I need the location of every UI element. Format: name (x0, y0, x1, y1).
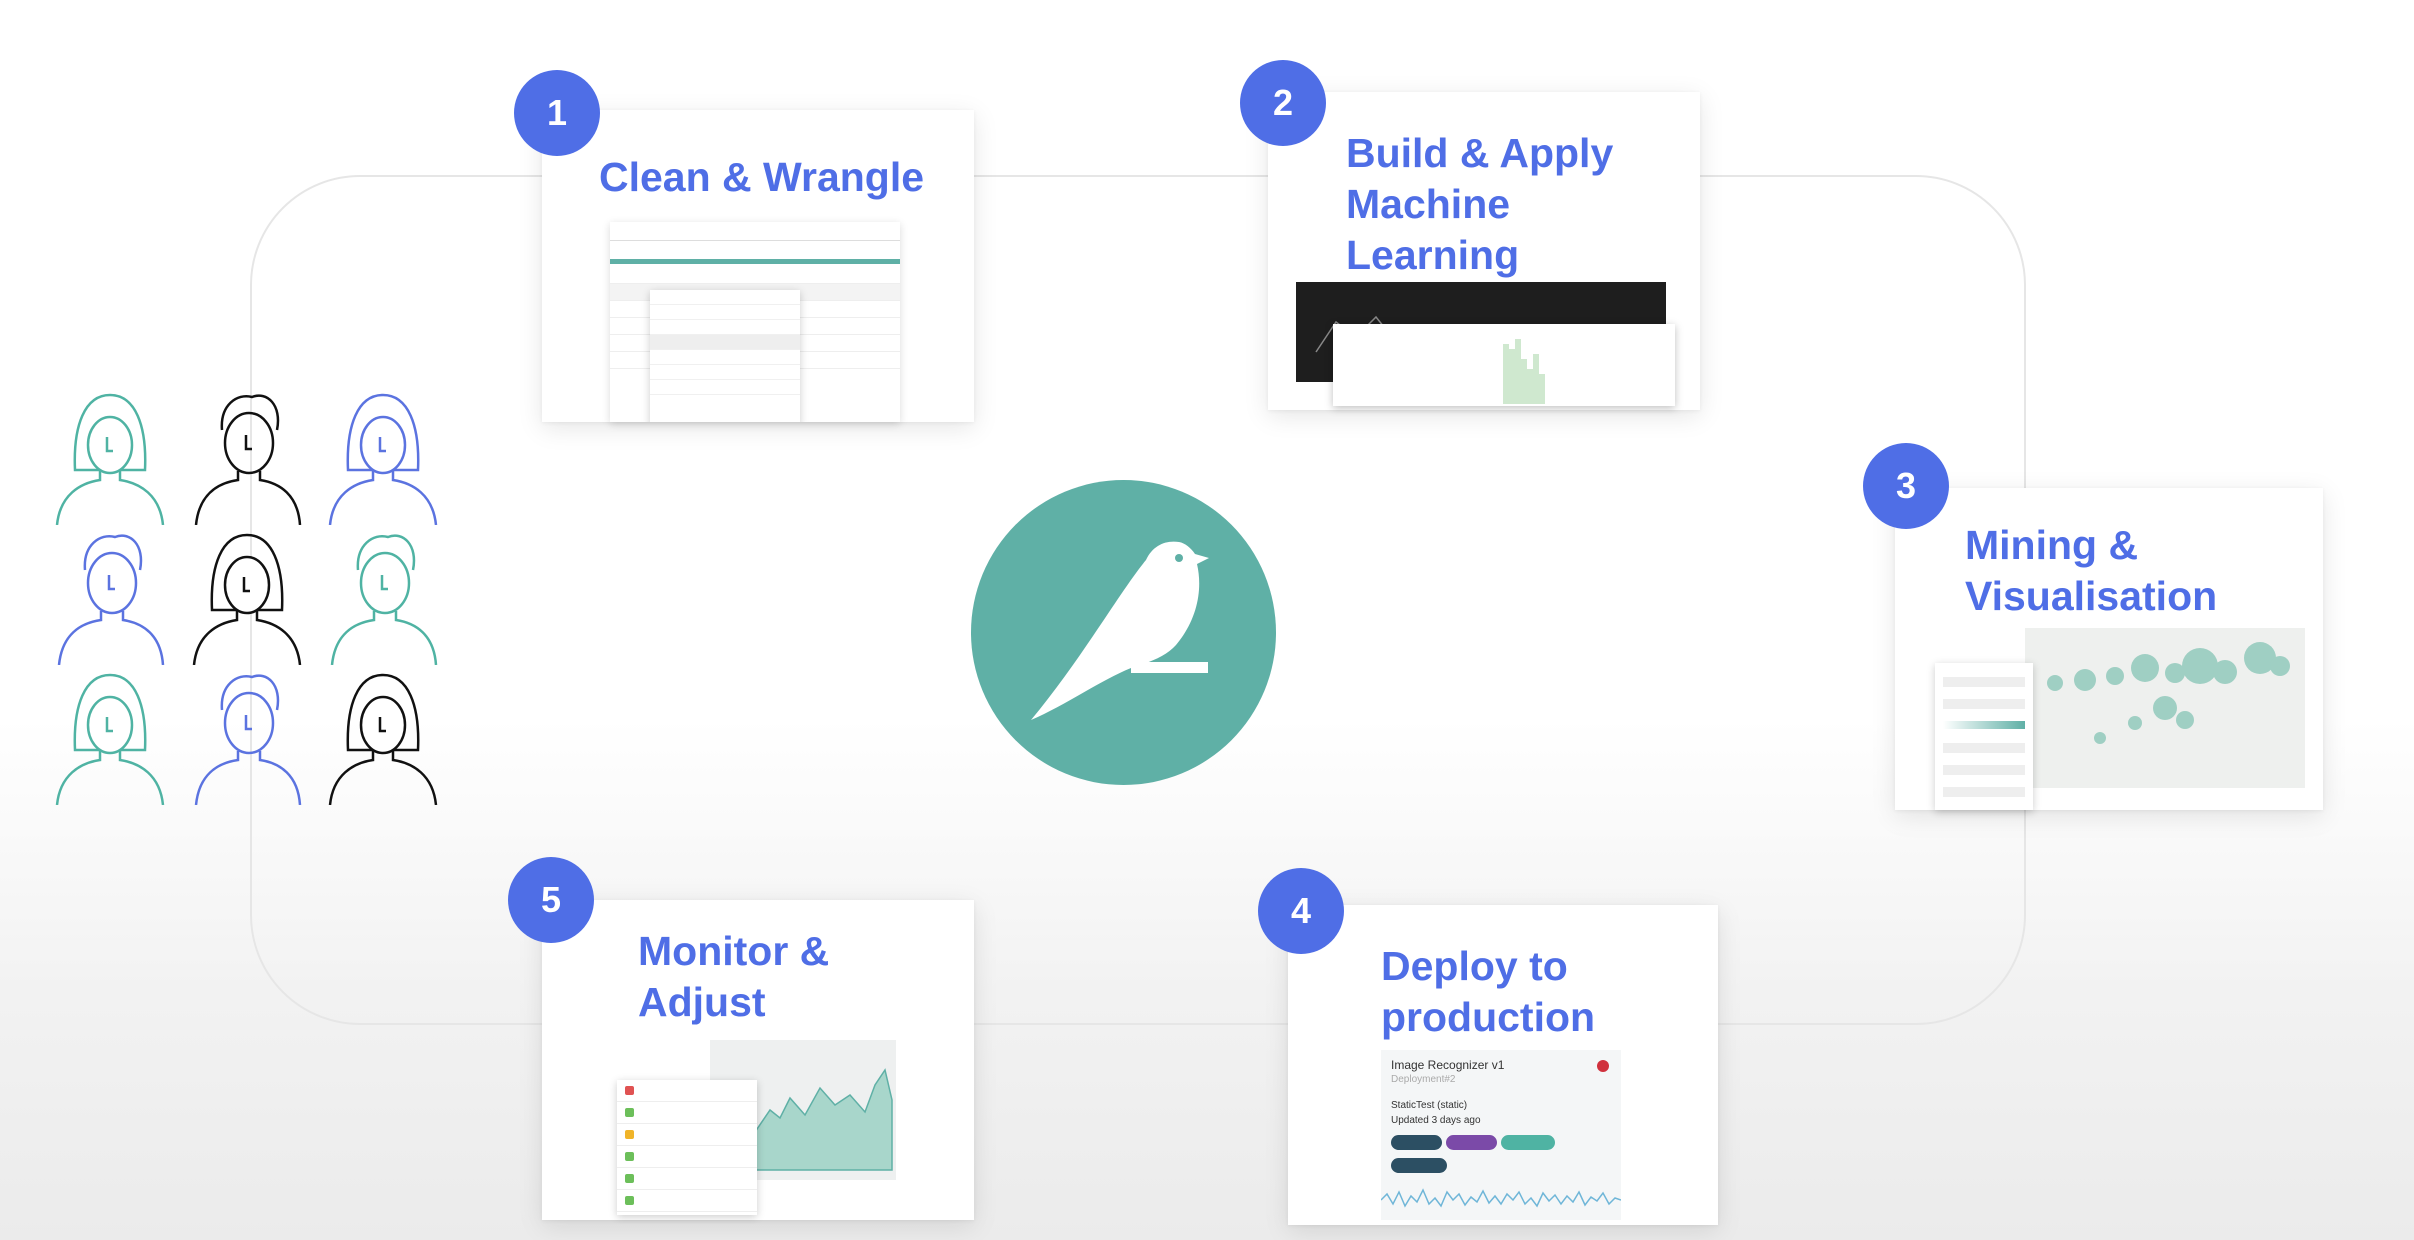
step-badge: 4 (1258, 868, 1344, 954)
activity-sparkline-icon (1381, 1188, 1621, 1208)
step-badge: 5 (508, 857, 594, 943)
deployment-subtitle: Deployment#2 (1391, 1074, 1456, 1085)
alert-row (617, 1124, 757, 1146)
step-card-build-ml: Build & Apply Machine Learning (1268, 92, 1700, 410)
step-title-line: Visualisation (1965, 573, 2218, 619)
person-icon (328, 673, 438, 805)
step-title-line: Adjust (638, 979, 766, 1025)
step-title-line: Learning (1346, 232, 1520, 278)
status-dot-icon (1597, 1060, 1609, 1072)
step-title: Monitor & Adjust (638, 926, 829, 1028)
filter-panel-screenshot (1935, 663, 2033, 810)
step-title-line: Clean & Wrangle (599, 154, 925, 200)
alert-row (617, 1080, 757, 1102)
step-badge: 2 (1240, 60, 1326, 146)
step-card-mining-visualisation: Mining & Visualisation (1895, 488, 2323, 810)
person-icon (328, 393, 438, 525)
deployment-status: StaticTest (static) (1391, 1100, 1468, 1111)
check-icon (625, 1196, 634, 1205)
tag-badge (1446, 1135, 1497, 1150)
step-card-monitor: Monitor & Adjust (542, 900, 974, 1220)
tag-badge (1391, 1158, 1447, 1173)
step-title-line: Mining & (1965, 522, 2139, 568)
step-title-line: Machine (1346, 181, 1511, 227)
step-title: Clean & Wrangle (599, 152, 924, 203)
spreadsheet-screenshot (610, 222, 900, 422)
alert-row (617, 1146, 757, 1168)
check-icon (625, 1174, 634, 1183)
step-title-line: production (1381, 994, 1596, 1040)
context-menu (650, 290, 800, 422)
person-icon (194, 394, 302, 525)
map-screenshot (2025, 628, 2305, 788)
alert-list-screenshot (617, 1080, 757, 1215)
alert-row (617, 1168, 757, 1190)
tag-list (1391, 1132, 1616, 1178)
person-icon (194, 674, 302, 805)
step-title-line: Monitor & (638, 928, 830, 974)
step-badge: 1 (514, 70, 600, 156)
bubble-map-icon (2047, 642, 2290, 744)
tag-badge (1391, 1135, 1442, 1150)
check-icon (625, 1152, 634, 1161)
person-icon (55, 673, 165, 805)
deployment-updated: Updated 3 days ago (1391, 1115, 1481, 1126)
step-title-line: Build & Apply (1346, 130, 1614, 176)
error-icon (625, 1086, 634, 1095)
check-icon (625, 1108, 634, 1117)
bird-logo-icon (971, 480, 1276, 785)
step-title-line: Deploy to (1381, 943, 1568, 989)
deployment-card-screenshot: Image Recognizer v1 Deployment#2 StaticT… (1381, 1050, 1621, 1220)
step-title: Deploy to production (1381, 941, 1595, 1043)
alert-row (617, 1102, 757, 1124)
bird-icon (1031, 541, 1209, 720)
person-icon (57, 534, 165, 665)
person-icon (330, 534, 438, 665)
tag-badge (1501, 1135, 1555, 1150)
ml-results-screenshot (1333, 324, 1675, 406)
histogram-icon (1503, 339, 1545, 404)
step-title: Build & Apply Machine Learning (1346, 128, 1613, 281)
step-card-deploy: Deploy to production Image Recognizer v1… (1288, 905, 1718, 1225)
alert-row (617, 1190, 757, 1212)
person-icon (192, 533, 302, 665)
deployment-name: Image Recognizer v1 (1391, 1058, 1505, 1072)
step-card-clean-wrangle: Clean & Wrangle (542, 110, 974, 422)
warning-icon (625, 1130, 634, 1139)
step-badge: 3 (1863, 443, 1949, 529)
person-icon (55, 393, 165, 525)
step-title: Mining & Visualisation (1965, 520, 2217, 622)
